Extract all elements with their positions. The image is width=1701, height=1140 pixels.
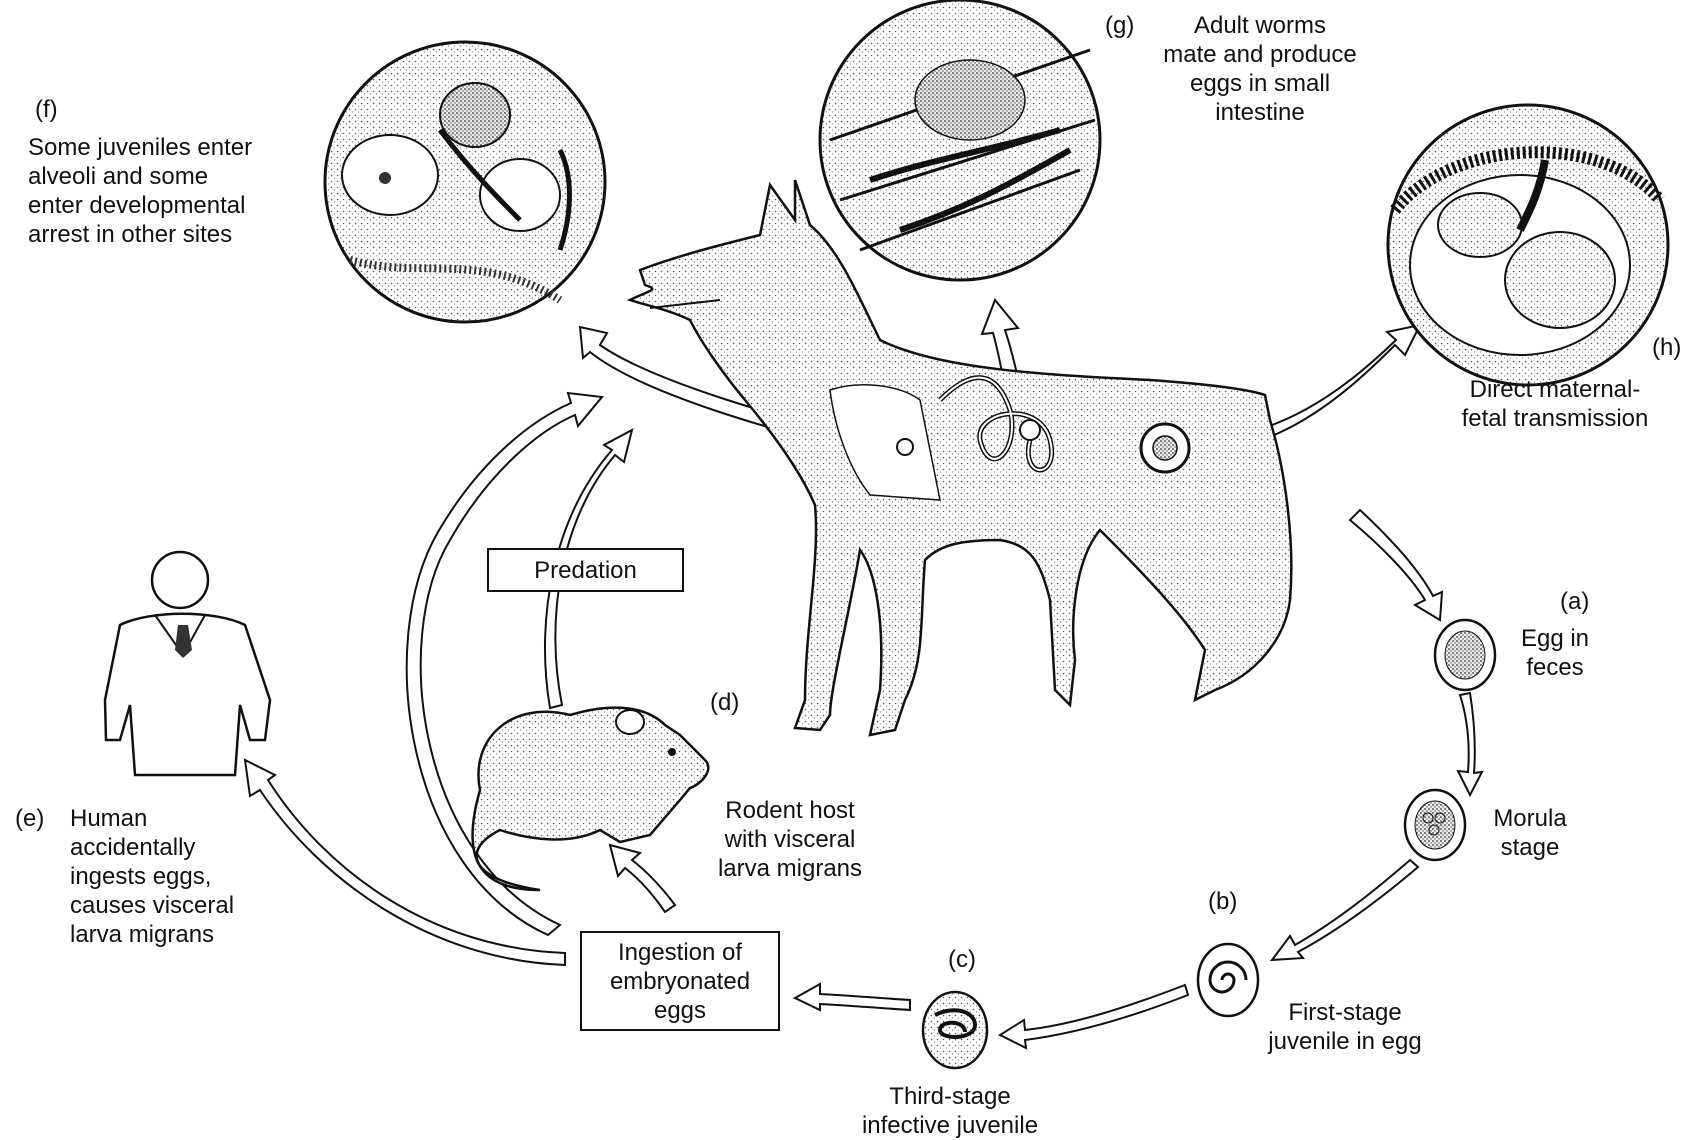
arrow-egg-to-morula [1458,693,1482,795]
label-b-text: First-stage juvenile in egg [1240,998,1450,1056]
label-e-text: Human accidentally ingests eggs, causes … [70,804,234,949]
arrow-third-to-ingestion [795,984,910,1010]
label-f-letter: (f) [35,95,58,124]
label-h-text: Direct maternal- fetal transmission [1430,375,1680,433]
label-d-text: Rodent host with visceral larva migrans [695,796,885,883]
ingestion-box: Ingestion of embryonated eggs [580,931,780,1031]
arrow-first-to-third [1000,985,1188,1048]
arrow-morula-to-first [1272,860,1418,960]
predation-box: Predation [487,548,684,592]
arrow-ingestion-to-rodent [610,845,675,912]
morula-egg [1405,790,1465,860]
arrow-dog-to-egg [1350,510,1442,620]
rodent [473,708,709,890]
intestine-worms-circle [820,0,1100,280]
lung-alveoli-circle [325,42,605,322]
label-e-letter: (e) [15,804,44,833]
egg [1435,620,1495,690]
label-a-letter: (a) [1560,587,1589,616]
label-a-text: Egg in feces [1500,624,1610,682]
label-d-letter: (d) [710,688,739,717]
human [105,552,270,775]
label-f-text: Some juveniles enter alveoli and some en… [28,133,252,249]
label-morula: Morula stage [1475,804,1585,862]
label-c-letter: (c) [948,945,976,974]
label-b-letter: (b) [1208,887,1237,916]
label-g-text: Adult worms mate and produce eggs in sma… [1130,11,1390,127]
arrow-ingestion-to-dog [407,393,602,935]
label-c-text: Third-stage infective juvenile [830,1082,1070,1140]
third-stage-egg [923,992,987,1068]
label-h-letter: (h) [1652,333,1681,362]
uterus-fetus-circle [1388,105,1668,385]
